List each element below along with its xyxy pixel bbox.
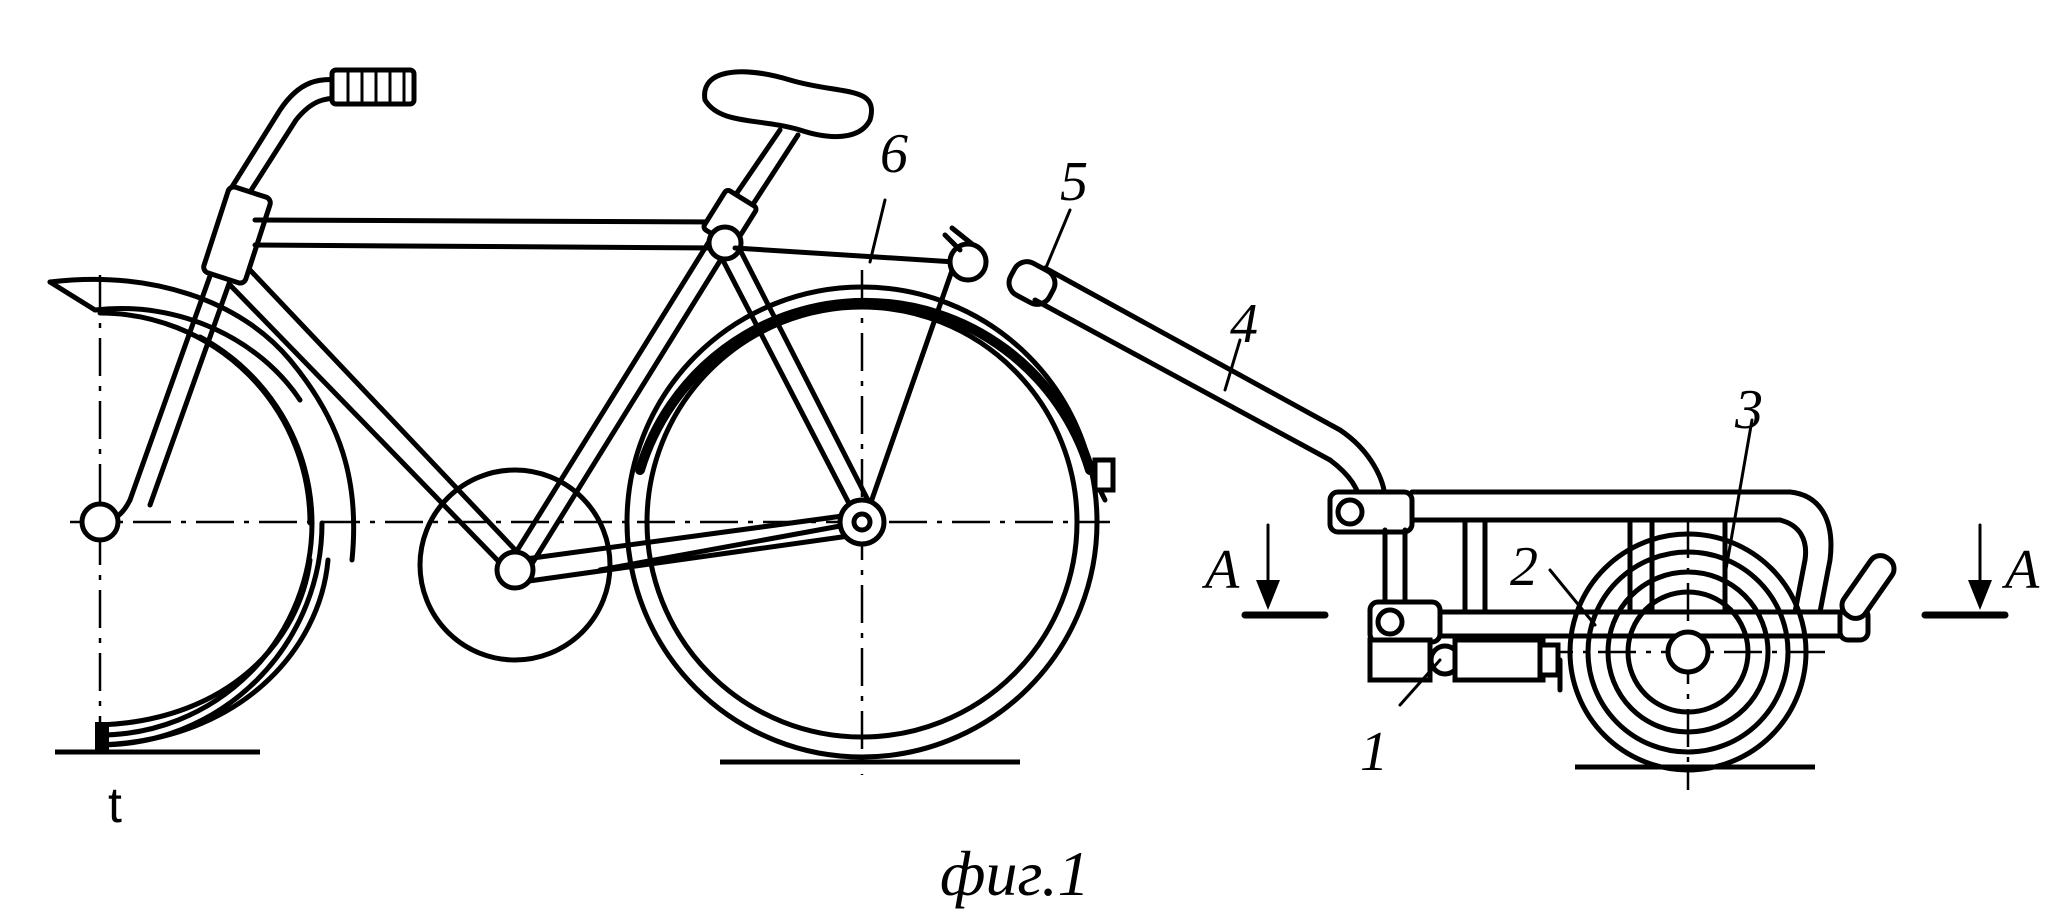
ground-mark-t: t xyxy=(108,777,122,833)
front-wheel xyxy=(47,217,357,752)
center-axes xyxy=(70,270,1825,790)
section-a-a-markers xyxy=(1241,523,2009,619)
handlebar xyxy=(201,67,417,286)
label-4: 4 xyxy=(1230,293,1258,355)
section-label-left: A xyxy=(1201,539,1240,601)
leader-lines xyxy=(868,198,1754,707)
ground-lines xyxy=(55,749,1815,770)
label-2: 2 xyxy=(1510,536,1538,598)
hitch-coupling xyxy=(942,225,1058,307)
figure-caption: фиг.1 xyxy=(940,838,1090,909)
trailer xyxy=(1327,489,1897,693)
frame xyxy=(227,69,958,663)
rear-wheel xyxy=(624,284,1116,760)
section-label-right: A xyxy=(2001,539,2040,601)
label-1: 1 xyxy=(1360,721,1388,783)
label-5: 5 xyxy=(1060,151,1088,213)
label-3: 3 xyxy=(1734,379,1763,441)
label-6: 6 xyxy=(880,123,908,185)
trailer-wheel xyxy=(1567,531,1809,773)
